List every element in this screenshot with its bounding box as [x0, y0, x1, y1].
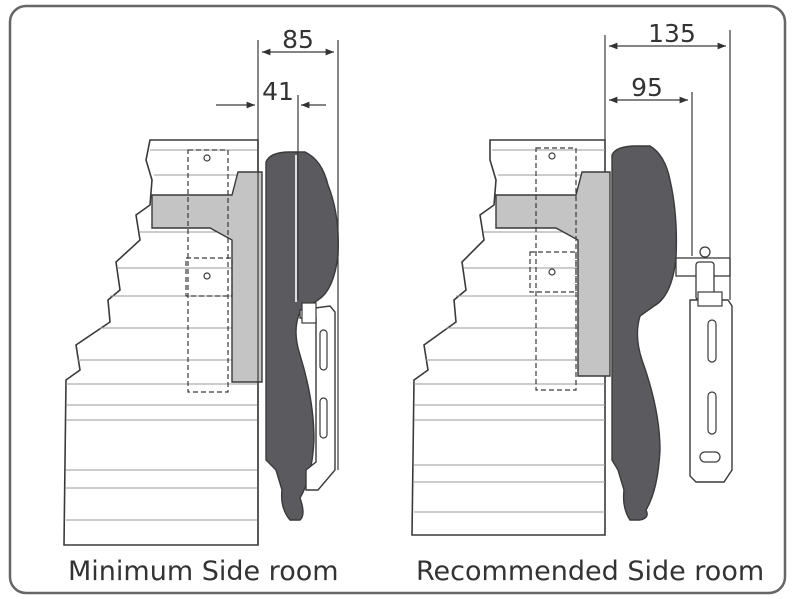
left-dim-label-85: 85 — [282, 25, 314, 54]
right-bracket — [495, 171, 611, 377]
left-arm-slot-bottom — [319, 397, 328, 439]
right-wall-body — [411, 139, 606, 536]
right-motor — [611, 145, 678, 521]
left-caption: Minimum Side room — [68, 556, 339, 587]
left-panel: 85 41 Minimum Side room — [63, 25, 339, 587]
right-arm-nut — [697, 291, 723, 307]
right-arm-bracket — [689, 299, 733, 483]
right-shaft-end — [699, 246, 711, 258]
right-dashed-housing — [535, 147, 577, 391]
right-arm-slot-bottom — [707, 391, 717, 435]
left-motor — [265, 151, 339, 521]
left-arm-nut — [301, 302, 317, 324]
right-screw-mid — [548, 268, 556, 276]
right-arm-slot-top — [707, 319, 717, 363]
left-screw-mid — [203, 272, 211, 280]
left-dashed-plate — [185, 257, 233, 297]
left-dashed-housing — [187, 149, 229, 393]
left-bracket — [151, 171, 263, 383]
right-wall-grooves — [414, 149, 605, 513]
left-arm-slot-top — [319, 329, 328, 371]
right-panel: 135 95 Recommended Side room — [411, 19, 764, 587]
left-dim-label-41: 41 — [262, 77, 294, 106]
right-dim-label-135: 135 — [648, 19, 696, 48]
right-screw-top — [548, 152, 556, 160]
right-caption: Recommended Side room — [416, 556, 764, 587]
right-dim-label-95: 95 — [631, 73, 663, 102]
right-arm-hole — [699, 451, 721, 463]
left-wall-body — [63, 139, 259, 546]
right-dashed-plate — [529, 251, 577, 293]
left-screw-top — [203, 154, 211, 162]
